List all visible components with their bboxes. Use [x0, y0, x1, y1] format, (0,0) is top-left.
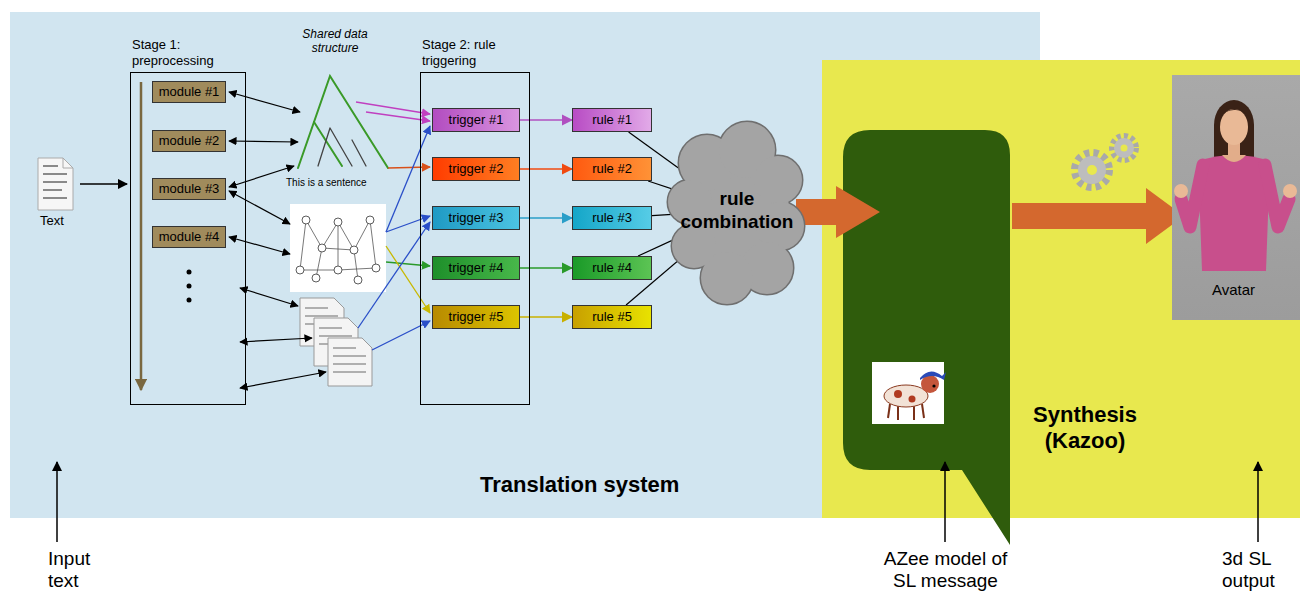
pointer-note: Input text — [48, 548, 110, 592]
node-text: rule combination — [679, 188, 795, 234]
module-box: module #4 — [152, 226, 226, 248]
flow-arrow — [796, 186, 880, 238]
node-text: trigger #1 — [449, 112, 504, 128]
structure-heading: Shared data structure — [292, 28, 378, 56]
stage-heading: Stage 1: preprocessing — [132, 37, 244, 68]
dependency-graph — [290, 204, 386, 292]
pointer-arrows — [57, 462, 1258, 542]
node-text: trigger #3 — [449, 210, 504, 226]
stage-box: Stage 1: preprocessingmodule #1module #2… — [130, 72, 246, 405]
module-box: module #3 — [152, 178, 226, 200]
region-title: Translation system — [480, 472, 710, 498]
rule-box: rule #1 — [572, 108, 652, 132]
pointer-note: 3d SL output — [1222, 548, 1298, 592]
label-holder: 3d SL output — [1222, 548, 1298, 592]
region-title: Synthesis (Kazoo) — [1022, 402, 1148, 455]
node-text: rule #2 — [592, 161, 632, 177]
module-box: module #2 — [152, 130, 226, 152]
module-box: module #1 — [152, 81, 226, 103]
connector — [520, 267, 572, 269]
rule-box: rule #3 — [572, 206, 652, 230]
text-document-icon — [38, 158, 73, 210]
input-caption: Text — [40, 214, 84, 229]
trigger-feeds — [356, 102, 430, 350]
node-text: module #1 — [159, 84, 220, 100]
cow-logo — [872, 362, 946, 424]
connector — [520, 217, 572, 219]
document-stack — [300, 298, 372, 386]
order-arrow — [140, 82, 143, 390]
label-holder: Input text — [48, 548, 110, 592]
access-arrows — [229, 92, 326, 388]
connector — [520, 119, 572, 121]
node-text: rule #4 — [592, 260, 632, 276]
input-arrow — [80, 183, 127, 185]
rule-box: rule #2 — [572, 157, 652, 181]
node-text: module #4 — [159, 229, 220, 245]
parse-tree — [298, 76, 388, 168]
pointer-note: AZee model of SL message — [880, 548, 1011, 592]
node-text: rule #1 — [592, 112, 632, 128]
rule-box: rule #5 — [572, 305, 652, 329]
node-text: module #2 — [159, 133, 220, 149]
node-text: rule #5 — [592, 309, 632, 325]
rule-cloud: rule combination — [672, 118, 802, 303]
trigger-box: trigger #1 — [432, 108, 520, 132]
label-holder: Text — [40, 214, 84, 229]
stage-heading: Stage 2: rule triggering — [422, 37, 530, 68]
node-text: trigger #4 — [449, 260, 504, 276]
stage-box: Stage 2: rule triggeringtrigger #1trigge… — [420, 72, 530, 405]
connector — [520, 168, 572, 170]
connector — [520, 316, 572, 318]
label-holder: Shared data structure — [292, 28, 378, 56]
node-text: trigger #2 — [449, 161, 504, 177]
rule-box: rule #4 — [572, 256, 652, 280]
label-holder: AZee model of SL message — [880, 548, 1011, 592]
sentence-text: This is a sentence — [286, 177, 396, 189]
ellipsis-dots — [187, 270, 192, 303]
trigger-box: trigger #2 — [432, 157, 520, 181]
node-text: Avatar — [1212, 281, 1282, 299]
trigger-box: trigger #4 — [432, 256, 520, 280]
azee-bubble — [843, 130, 1010, 545]
avatar-figure — [1172, 75, 1300, 320]
trigger-box: trigger #5 — [432, 305, 520, 329]
avatar-panel: Avatar — [1172, 75, 1300, 320]
node-text: rule #3 — [592, 210, 632, 226]
system-region: Translation system Stage 1: preprocessing… — [10, 12, 1040, 518]
synthesis-region: Synthesis (Kazoo) Avatar — [822, 60, 1300, 518]
flow-arrow — [1012, 188, 1184, 244]
node-text: trigger #5 — [449, 309, 504, 325]
trigger-box: trigger #3 — [432, 206, 520, 230]
gears-icon — [1075, 136, 1136, 187]
label-holder: This is a sentence — [286, 177, 396, 189]
node-text: module #3 — [159, 181, 220, 197]
